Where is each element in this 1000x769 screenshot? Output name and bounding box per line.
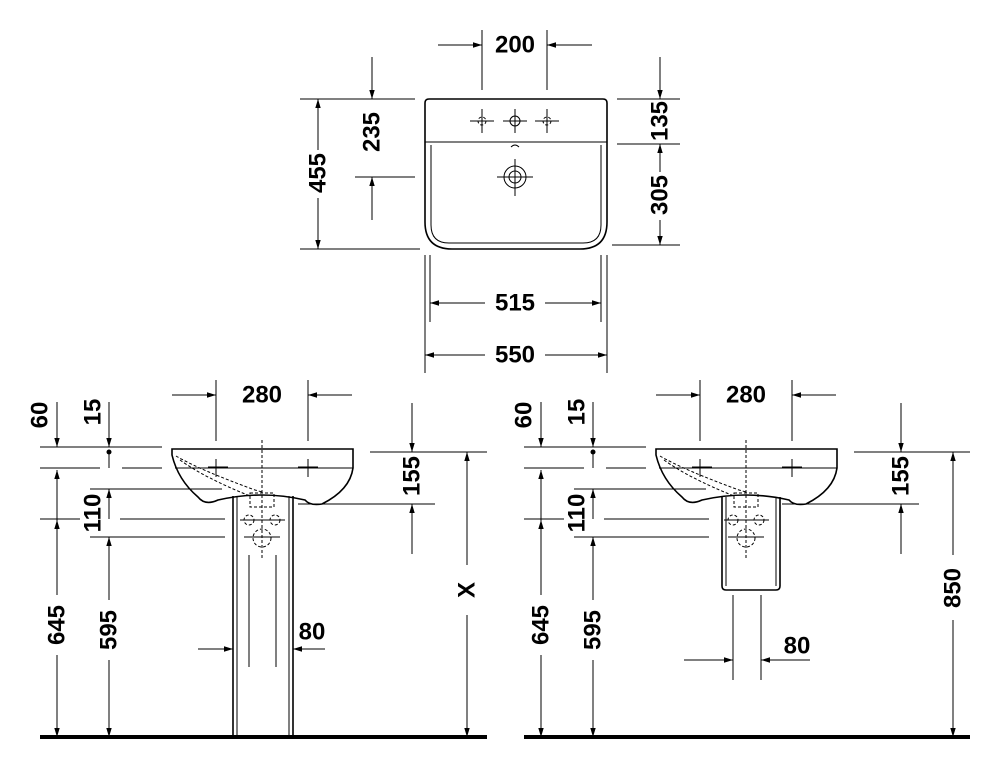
basin-profile [171,448,354,506]
dim-110: 110 [80,494,107,533]
dim-60: 60 [27,402,54,429]
dim-height: X [454,582,481,598]
semi-pedestal-side-view: 280 60 15 110 645 595 155 850 80 [511,380,970,739]
dim-155: 155 [399,456,426,496]
dim-595: 595 [580,610,607,650]
bowl-outline [430,145,602,244]
dim-bowl-depth: 305 [647,175,674,215]
dim-15: 15 [80,399,107,426]
semi-pedestal [721,497,781,591]
tap-hole-icon [470,109,559,133]
dim-tap-spacing: 200 [495,32,535,59]
dim-inner-width: 515 [495,290,535,317]
overflow-icon [510,144,520,148]
dim-drain-from-back: 235 [359,112,386,152]
dim-pedestal: 80 [299,619,326,646]
dim-tap-spacing: 280 [726,382,766,409]
tap-hole-icon [692,459,802,477]
dim-deck-depth: 135 [647,101,674,141]
dim-595: 595 [96,610,123,650]
dim-tap-spacing: 280 [242,382,282,409]
dim-645: 645 [44,605,71,645]
dim-15: 15 [564,399,591,426]
pedestal-side-view: 280 60 15 110 645 595 155 X 80 [27,380,487,739]
drain-icon [497,159,533,196]
top-view: 200 455 235 135 305 515 550 [300,30,680,373]
pedestal [232,496,294,737]
dim-height: 850 [940,568,967,608]
dim-pedestal: 80 [784,633,811,660]
dim-total-width: 550 [495,342,535,369]
basin-outline [424,98,608,250]
dim-155: 155 [888,456,915,496]
dim-60: 60 [511,402,538,429]
drain-connection-icon [724,514,769,548]
dim-total-depth: 455 [305,153,332,193]
drain-connection-icon [240,514,285,548]
dim-110: 110 [564,494,591,533]
dim-645: 645 [528,605,555,645]
tap-hole-icon [208,459,318,477]
basin-profile [655,448,838,506]
